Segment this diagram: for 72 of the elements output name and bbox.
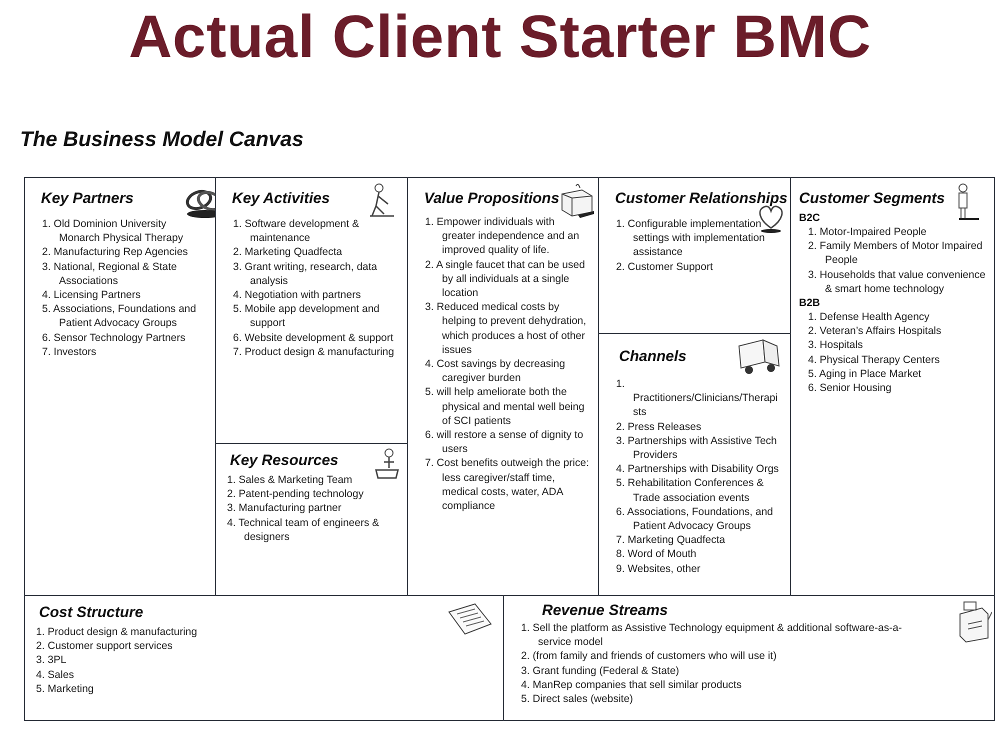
list-item: 4. Licensing Partners — [41, 288, 142, 302]
list-item: 4. ManRep companies that sell similar products — [520, 678, 743, 692]
list-item: 7. Marketing Quadfecta — [615, 533, 726, 548]
list-item: 4. Negotiation with partners — [232, 288, 362, 302]
list-item: 3. Partnerships with Assistive Tech Providers — [615, 434, 778, 462]
list-item: 2. Manufacturing Rep Agencies — [41, 245, 189, 260]
list-item: 2. Family Members of Motor Impaired People — [807, 239, 984, 268]
list-item: 7. Cost benefits outweigh the price: less caregiver/staff time, medical costs, water, ADA compliance — [424, 456, 590, 514]
list-item: 3. 3PL — [35, 653, 68, 668]
list-item: 2. Customer support services — [35, 639, 174, 654]
list-item: 5. Marketing — [35, 682, 95, 696]
block-heading: Key Partners — [41, 190, 135, 207]
canvas-block — [24, 595, 504, 721]
list-item: 3. Hospitals — [807, 338, 864, 353]
list-item: 5. Aging in Place Market — [807, 366, 922, 382]
list-item: 7. Product design & manufacturing — [232, 344, 396, 360]
subheading: B2B — [799, 296, 822, 310]
list-item: 3. Reduced medical costs by helping to prevent dehydration, which produces a host of other issues — [424, 300, 588, 358]
subheading: B2C — [799, 211, 822, 225]
list-item: 5. Associations, Foundations and Patient Advocacy Groups — [41, 302, 198, 331]
list-item: 2. Press Releases — [615, 420, 702, 434]
list-item: 3. Grant funding (Federal & State) — [520, 664, 680, 678]
subtitle: The Business Model Canvas — [20, 128, 304, 152]
canvas-block — [790, 177, 995, 596]
list-item: 3. National, Regional & State Associations — [41, 260, 178, 288]
block-heading: Cost Structure — [39, 604, 144, 621]
list-item: 1. Software development & maintenance — [232, 217, 360, 246]
list-item: 1. Product design & manufacturing — [35, 625, 198, 640]
list-item: 4. Cost savings by decreasing caregiver burden — [424, 357, 566, 386]
list-item: 6. will restore a sense of dignity to users — [424, 428, 584, 456]
list-item: 6. Website development & support — [232, 330, 394, 345]
list-item: 5. Rehabilitation Conferences & Trade association events — [615, 476, 765, 505]
list-item: 4. Partnerships with Disability Orgs — [615, 462, 780, 476]
list-item: 5. Mobile app development and support — [232, 302, 381, 331]
list-item: 4. Physical Therapy Centers — [807, 352, 941, 367]
list-item: 2. Marketing Quadfecta — [232, 245, 344, 260]
block-heading: Channels — [619, 348, 688, 365]
list-item: 1. Configurable implementation settings with implementation assistance — [615, 217, 766, 260]
list-item: 2. (from family and friends of customers who will use it) — [520, 649, 778, 664]
list-item: 3. Manufacturing partner — [226, 501, 342, 516]
list-item: 1. Sell the platform as Assistive Technology equipment & additional software-as-a-service model — [520, 621, 903, 650]
list-item: 1. Empower individuals with greater independence and an improved quality of life. — [424, 215, 580, 258]
list-item: 2. A single faucet that can be used by all individuals at a single location — [424, 258, 586, 300]
title: Actual Client Starter BMC — [128, 2, 872, 71]
list-item: 4. Sales — [35, 668, 75, 682]
list-item: 1. Practitioners/Clinicians/Therapists — [615, 377, 779, 420]
list-item: 1. Defense Health Agency — [807, 310, 930, 324]
list-item: 2. Customer Support — [615, 260, 714, 274]
list-item: 3. Grant writing, research, data analysis — [232, 260, 378, 288]
list-item: 2. Veteran’s Affairs Hospitals — [807, 324, 942, 338]
list-item: 6. Sensor Technology Partners — [41, 330, 186, 345]
block-heading: Customer Relationships — [615, 190, 789, 207]
list-item: 5. will help ameliorate both the physical and mental well being of SCI patients — [424, 385, 586, 428]
list-item: 1. Motor-Impaired People — [807, 225, 928, 240]
block-heading: Value Propositions — [424, 190, 560, 207]
list-item: 8. Word of Mouth — [615, 547, 698, 562]
list-item: 6. Associations, Foundations, and Patient Advocacy Groups — [615, 504, 774, 534]
block-heading: Revenue Streams — [542, 602, 669, 619]
canvas-block — [24, 177, 216, 596]
block-heading: Key Activities — [232, 190, 331, 207]
block-heading: Customer Segments — [799, 190, 946, 207]
block-heading: Key Resources — [230, 452, 340, 469]
list-item: 9. Websites, other — [615, 562, 702, 576]
list-item: 3. Households that value convenience & smart home technology — [807, 268, 986, 296]
list-item: 5. Direct sales (website) — [520, 692, 634, 706]
list-item: 1. Sales & Marketing Team — [226, 473, 354, 488]
canvas-block — [503, 595, 995, 721]
list-item: 2. Patent-pending technology — [226, 487, 365, 502]
list-item: 6. Senior Housing — [807, 381, 892, 396]
list-item: 1. Old Dominion University Monarch Physical Therapy — [41, 217, 184, 246]
list-item: 7. Investors — [41, 344, 98, 360]
list-item: 4. Technical team of engineers & designers — [226, 516, 380, 544]
